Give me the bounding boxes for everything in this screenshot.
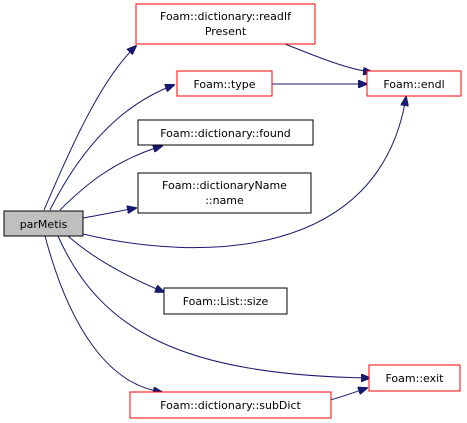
edge-parmetis-to-dictionaryname [82,208,136,219]
node-type[interactable]: Foam::type [176,70,273,97]
edge-parmetis-to-type [49,85,174,211]
node-size-label: Foam::List::size [183,295,269,308]
edge-subdict-to-exit [329,388,367,401]
node-subdict[interactable]: Foam::dictionary::subDict [129,391,332,419]
edge-readifpresent-to-endl [284,43,372,72]
edge-parmetis-to-readifpresent [43,46,136,211]
node-dictionaryname[interactable]: Foam::dictionaryName ::name [137,172,312,214]
edge-parmetis-to-found [59,146,162,211]
node-dictionaryname-label-line2: ::name [205,194,244,207]
node-exit-label: Foam::exit [386,372,445,385]
edges [43,43,406,401]
node-parmetis-label: parMetis [20,218,68,231]
node-parmetis: parMetis [3,210,84,237]
node-endl[interactable]: Foam::endl [366,70,462,97]
edge-parmetis-to-size [67,235,164,292]
node-readifpresent[interactable]: Foam::dictionary::readIf Present [135,3,316,45]
node-readifpresent-label-line1: Foam::dictionary::readIf [160,10,292,23]
node-readifpresent-label-line2: Present [205,25,247,38]
edge-parmetis-to-endl [82,97,406,249]
node-subdict-label: Foam::dictionary::subDict [160,399,301,412]
edge-parmetis-to-exit [57,235,370,378]
node-found-label: Foam::dictionary::found [160,127,291,140]
node-exit[interactable]: Foam::exit [368,364,461,392]
node-endl-label: Foam::endl [383,78,444,91]
node-type-label: Foam::type [193,78,255,91]
node-size[interactable]: Foam::List::size [163,287,288,315]
edge-parmetis-to-subdict [44,235,162,392]
node-dictionaryname-label-line1: Foam::dictionaryName [162,179,287,192]
node-found[interactable]: Foam::dictionary::found [137,119,314,146]
